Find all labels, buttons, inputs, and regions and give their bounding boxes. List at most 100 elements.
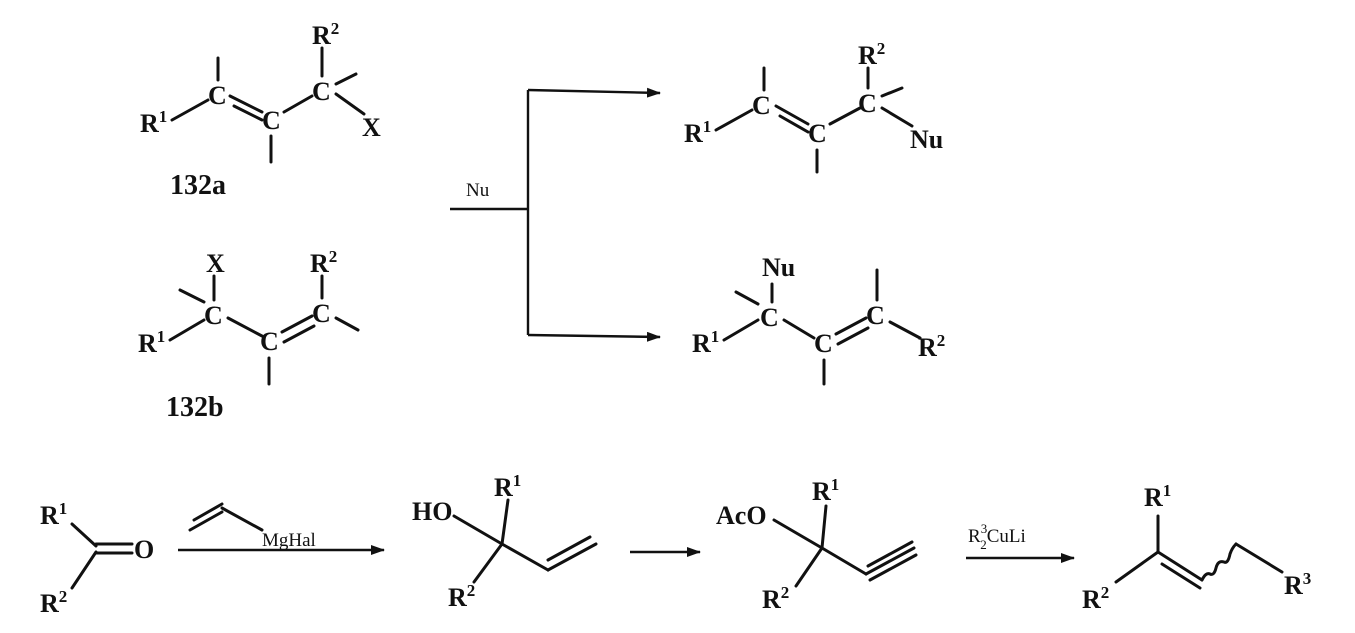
bond — [828, 106, 862, 126]
carbon-2: C — [814, 329, 833, 358]
bond — [714, 108, 754, 132]
r2-label: R2 — [918, 331, 945, 362]
nu-label: Nu — [910, 125, 943, 154]
compound-label-132b: 132b — [166, 392, 224, 423]
double-bond-b — [866, 540, 914, 568]
oxygen-label: O — [134, 535, 154, 564]
carbon-2: C — [808, 119, 827, 148]
bond — [334, 72, 358, 86]
double-bond-c — [868, 553, 918, 582]
double-bond-a — [546, 542, 598, 572]
bond — [820, 504, 828, 550]
substituted-alkene: R1 R2 R3 — [1082, 481, 1311, 614]
nu-label: Nu — [762, 253, 795, 282]
double-bond-b — [282, 324, 316, 344]
nucleophile-label: Nu — [466, 180, 490, 201]
grignard-label: MgHal — [262, 530, 316, 551]
double-bond-b — [1160, 562, 1202, 590]
carbon-3: C — [312, 77, 331, 106]
compound-label-132a: 132a — [170, 170, 226, 201]
carbon-3: C — [866, 301, 885, 330]
double-bond-a — [834, 316, 868, 336]
arrow-up-branch — [527, 87, 661, 98]
carbon-2: C — [262, 106, 281, 135]
product-sn2-prime: Nu R1 C C C R2 — [692, 253, 945, 386]
ketone: R1 R2 O — [40, 499, 154, 618]
r1-label: R1 — [494, 471, 521, 502]
bond — [70, 550, 98, 590]
vinyl-bond-a — [188, 510, 224, 532]
r2-label: R2 — [762, 583, 789, 614]
ho-label: HO — [412, 497, 452, 526]
bond — [500, 542, 550, 572]
double-bond-a — [228, 94, 264, 114]
double-bond-a — [1156, 550, 1204, 582]
r2-label: R2 — [858, 39, 885, 70]
bond — [178, 288, 206, 304]
bond — [334, 92, 366, 116]
bond — [1234, 542, 1284, 574]
bond — [880, 106, 914, 128]
carbon-1: C — [204, 301, 223, 330]
r1-label: R1 — [692, 327, 719, 358]
bond — [168, 318, 206, 342]
bond — [820, 546, 868, 576]
compound-132b: R1 C X C C R2 132b — [138, 247, 360, 423]
carbon-1: C — [752, 91, 771, 120]
double-bond-b — [232, 104, 264, 122]
r1-label: R1 — [684, 117, 711, 148]
bond — [888, 320, 922, 340]
r1-label: R1 — [40, 499, 67, 530]
bond — [334, 316, 360, 332]
bond — [70, 522, 98, 548]
x-label: X — [362, 113, 381, 142]
bond — [772, 518, 824, 550]
r2-label: R2 — [40, 587, 67, 618]
bond — [880, 86, 904, 98]
vinyl-bond-b — [192, 502, 224, 522]
vinyl-bond — [220, 506, 264, 532]
r2-label: R2 — [448, 581, 475, 612]
r1-label: R1 — [138, 327, 165, 358]
r2-label: R2 — [1082, 583, 1109, 614]
bond — [472, 542, 504, 584]
r2-label: R2 — [310, 247, 337, 278]
allylic-acetate: AcO R1 R2 — [716, 475, 918, 614]
double-bond-a — [280, 314, 314, 334]
x-label: X — [206, 249, 225, 278]
aco-label: AcO — [716, 501, 767, 530]
bond — [170, 98, 210, 122]
bond — [226, 316, 264, 338]
product-sn2: R1 C C C R2 Nu — [684, 39, 943, 174]
bond — [500, 498, 510, 546]
arrow-grignard: MgHal — [178, 502, 385, 555]
carbon-1: C — [208, 81, 227, 110]
double-bond-a — [774, 104, 810, 126]
bond — [734, 290, 760, 306]
double-bond-a — [864, 546, 916, 576]
r1-label: R1 — [140, 107, 167, 138]
carbon-3: C — [858, 89, 877, 118]
bond — [722, 318, 760, 342]
arrow-down-branch — [527, 331, 661, 342]
carbon-2: C — [260, 327, 279, 356]
double-bond-b — [836, 326, 870, 346]
bond — [794, 546, 824, 588]
bond — [282, 94, 314, 114]
r1-label: R1 — [1144, 481, 1171, 512]
double-bond-b — [546, 535, 592, 562]
bond — [452, 514, 504, 546]
r2-label: R2 — [312, 19, 339, 50]
r3-label: R3 — [1284, 569, 1311, 600]
bond — [782, 318, 816, 340]
carbon-1: C — [760, 303, 779, 332]
branched-reaction-arrow: Nu — [450, 87, 661, 342]
wavy-bond — [1200, 542, 1238, 582]
r1-label: R1 — [812, 475, 839, 506]
compound-132a: R1 C C C R2 X 132a — [140, 19, 381, 201]
double-bond-b — [778, 114, 810, 134]
allylic-alcohol: HO R1 R2 — [412, 471, 598, 612]
